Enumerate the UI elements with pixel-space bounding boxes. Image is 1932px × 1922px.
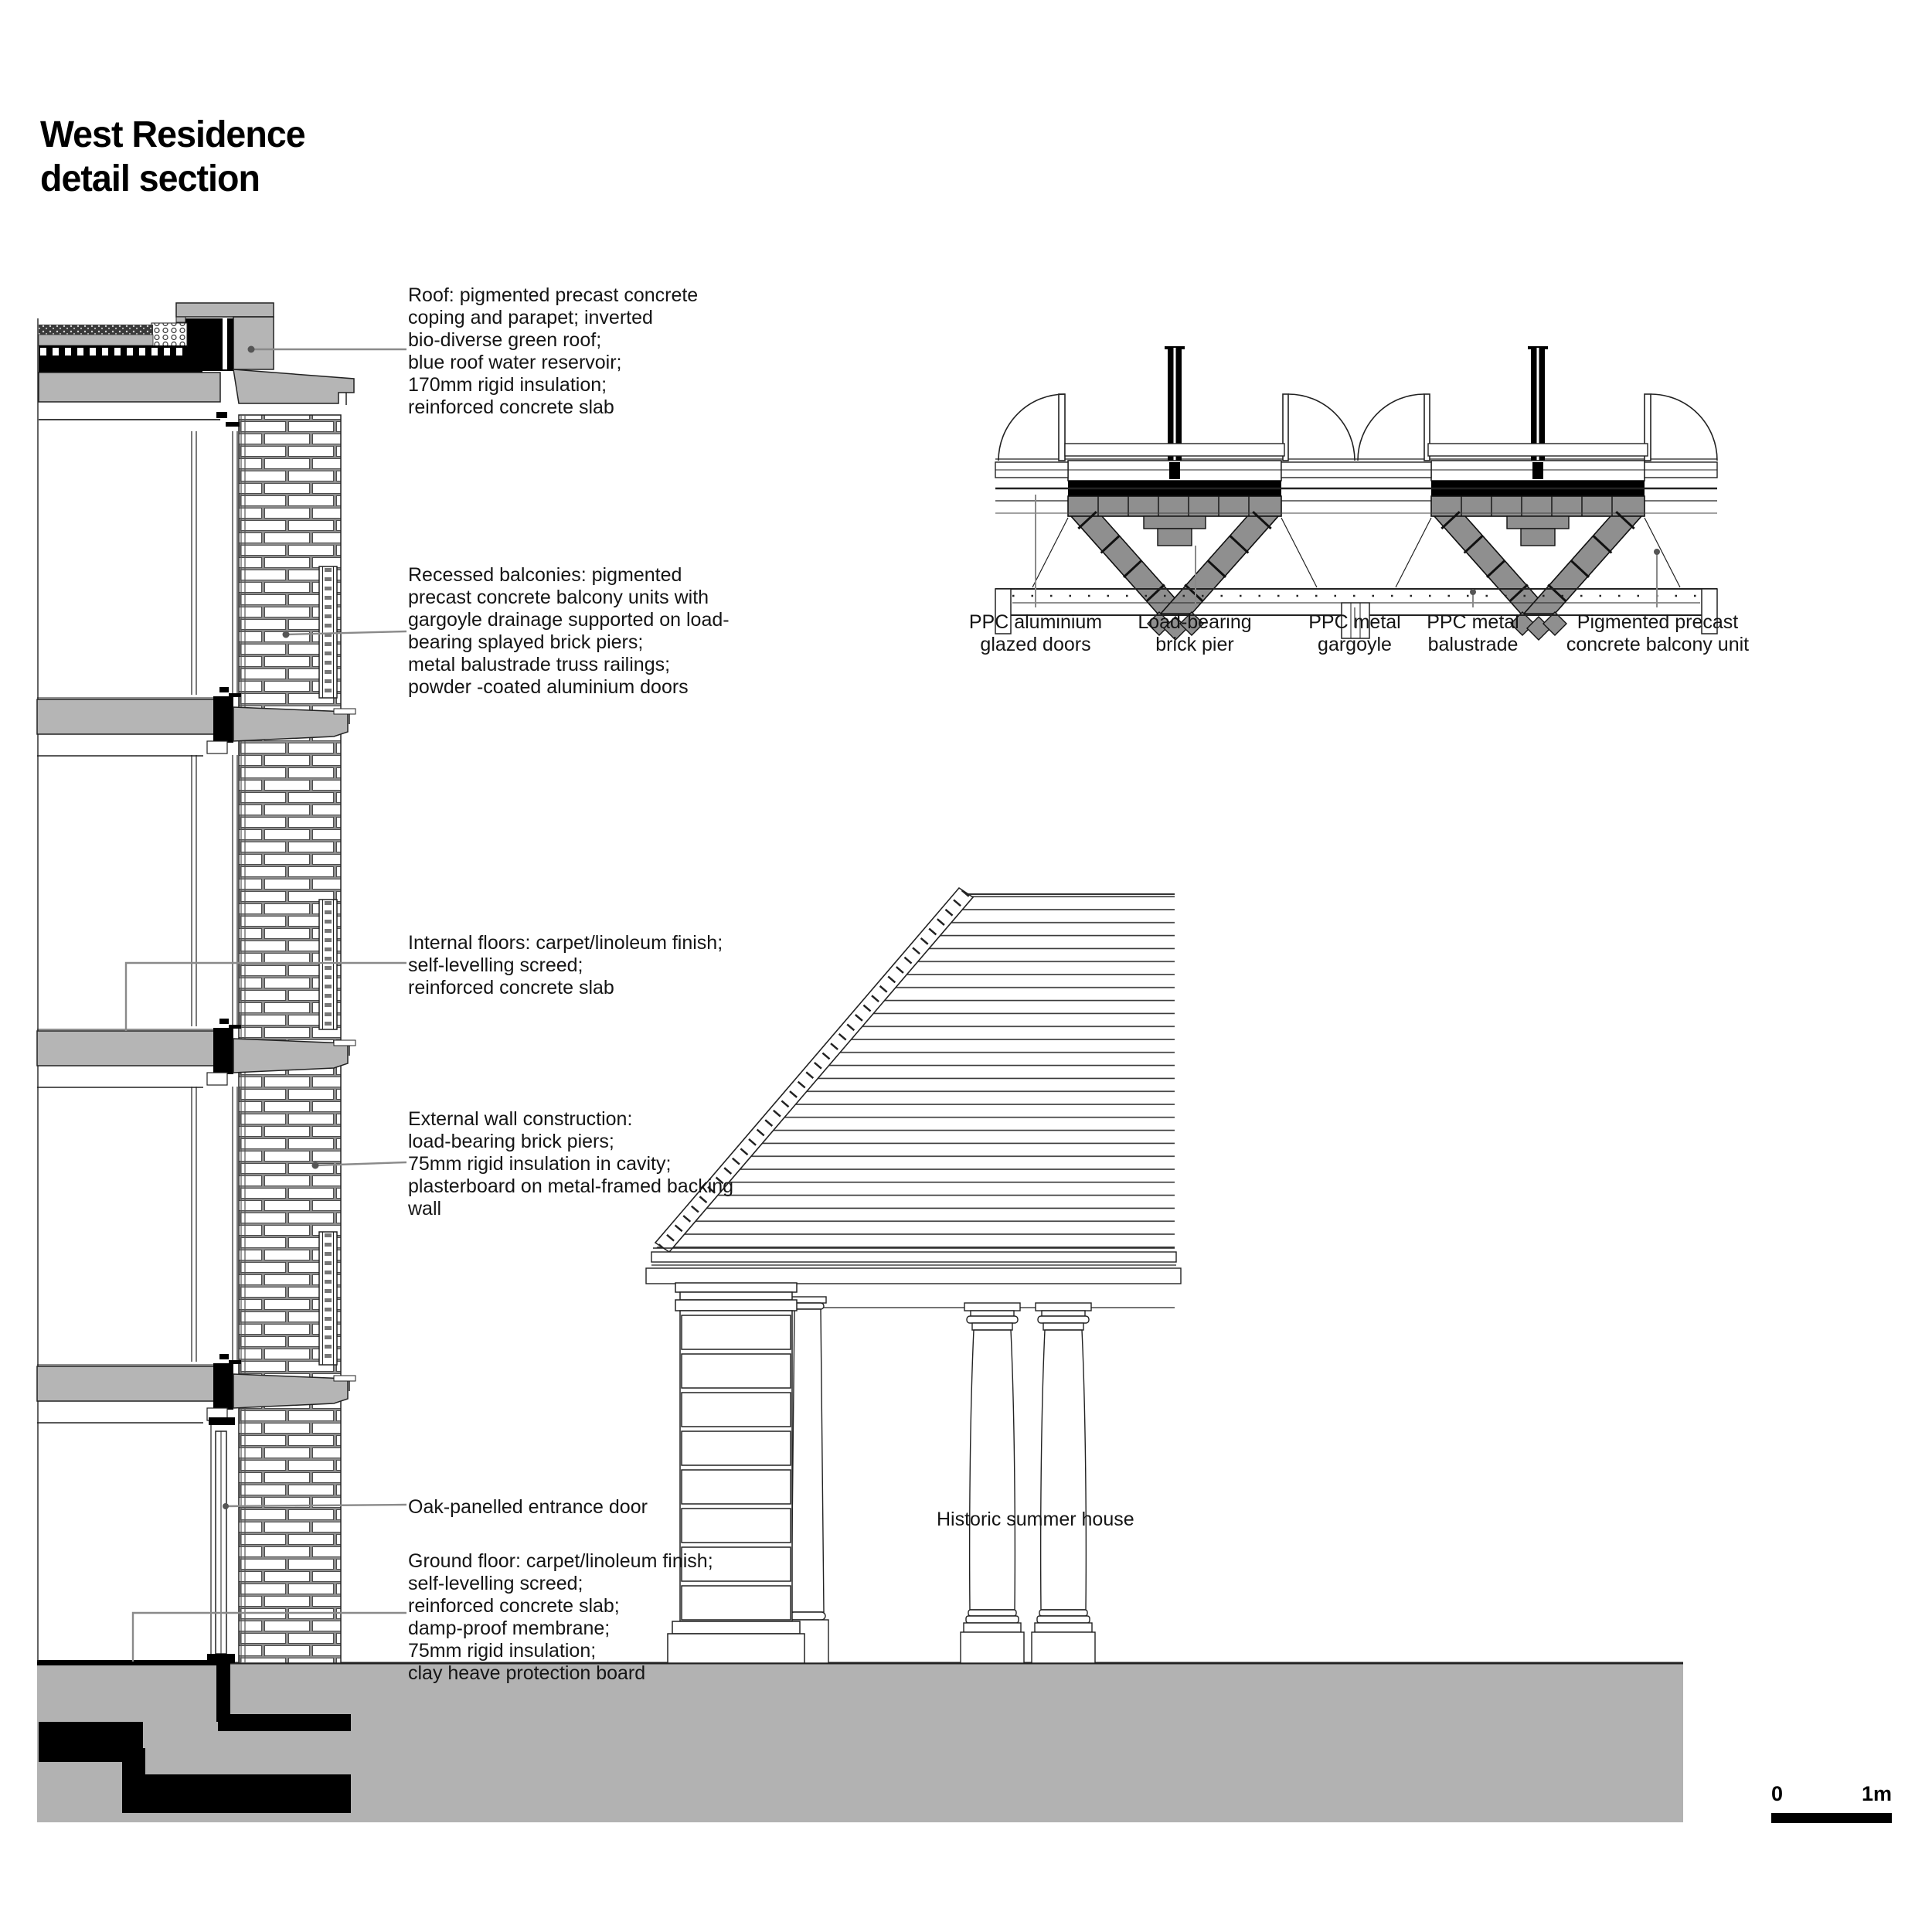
mullion-bars bbox=[1165, 346, 1548, 461]
plan-label-balcony-unit: Pigmented precast concrete balcony unit bbox=[1566, 611, 1750, 655]
plan-label-glazed-doors: PPC aluminium glazed doors bbox=[968, 611, 1103, 655]
roof-parapet bbox=[38, 302, 355, 427]
annotation-entrance-door: Oak-panelled entrance door bbox=[408, 1496, 648, 1518]
scale-bar-rule bbox=[1771, 1813, 1892, 1823]
door-swings bbox=[998, 393, 1718, 461]
plan-leader-lines bbox=[1035, 495, 1660, 628]
wall-section-drawing bbox=[36, 302, 407, 1664]
annotation-external-wall: External wall construction: load-bearing… bbox=[408, 1108, 734, 1220]
plan-label-gargoyle: PPC metal gargoyle bbox=[1308, 611, 1401, 655]
scale-1m-label: 1m bbox=[1861, 1782, 1892, 1805]
plan-label-brick-pier: Load-bearing brick pier bbox=[1138, 611, 1252, 655]
plan-label-balustrade: PPC metal balustrade bbox=[1427, 611, 1519, 655]
floor-slabs bbox=[36, 687, 356, 1424]
columns bbox=[960, 1302, 1096, 1664]
glazed-door-bands bbox=[995, 443, 1718, 502]
balcony-slab-plan bbox=[995, 517, 1718, 639]
pier-side-column bbox=[786, 1296, 829, 1664]
scale-zero-label: 0 bbox=[1771, 1782, 1784, 1805]
balcony-plan-detail bbox=[995, 346, 1718, 641]
leader-lines bbox=[124, 345, 407, 1662]
balustrade-strips bbox=[318, 566, 338, 1366]
annotation-ground-floor: Ground floor: carpet/linoleum finish; se… bbox=[408, 1550, 713, 1684]
annotation-roof: Roof: pigmented precast concrete coping … bbox=[408, 284, 699, 418]
page-title: West Residence detail section bbox=[40, 114, 306, 199]
annotation-summer-house: Historic summer house bbox=[937, 1509, 1134, 1530]
ground-mass bbox=[37, 1660, 1683, 1822]
summer-house-drawing bbox=[645, 886, 1182, 1664]
annotation-balconies: Recessed balconies: pigmented precast co… bbox=[408, 564, 730, 698]
masonry-pier bbox=[667, 1282, 805, 1664]
entrance-door bbox=[207, 1417, 235, 1663]
brick-course bbox=[995, 495, 1717, 546]
annotation-internal-floors: Internal floors: carpet/linoleum finish;… bbox=[408, 932, 723, 998]
door-frame-lines bbox=[191, 431, 238, 1362]
